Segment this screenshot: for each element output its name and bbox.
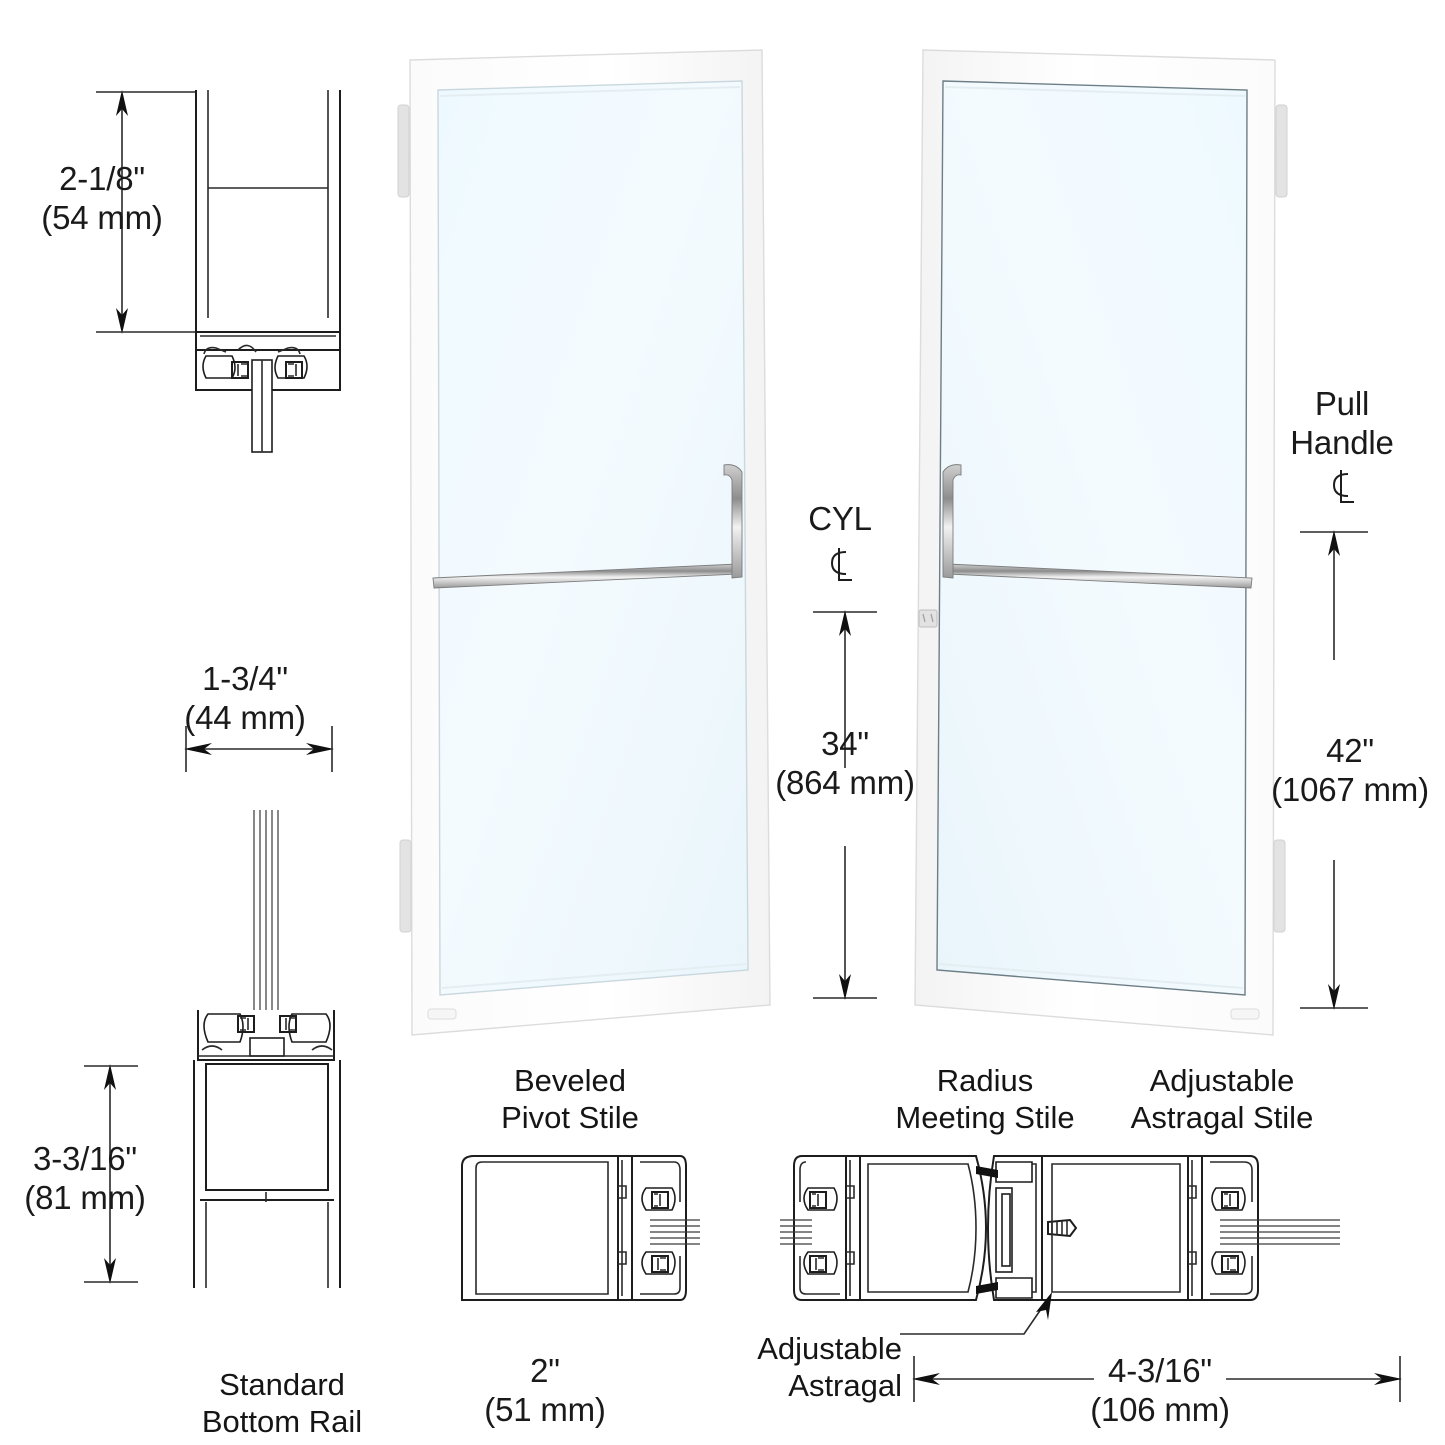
meeting-astragal-stile-section — [780, 1140, 1400, 1330]
right-door-pivot-hinge-top — [1275, 104, 1288, 198]
bottom-rail-dimension-label: 3-3/16"(81 mm) — [0, 1140, 170, 1218]
radius-meeting-stile-caption: Radius Meeting Stile — [895, 1063, 1075, 1136]
adjustable-astragal-stile-profile — [1041, 1155, 1340, 1301]
left-door-pivot-hinge-top — [397, 104, 410, 198]
cyl-dimension-arrow — [775, 600, 905, 1010]
adjustable-astragal-profile — [976, 1155, 1078, 1301]
bottom-rail-section-drawing — [84, 810, 410, 1330]
right-door-elevation — [895, 40, 1295, 1050]
cyl-metric: (864 mm) — [775, 763, 915, 801]
bottom-rail-tube — [193, 1060, 341, 1288]
bottom-rail-dimension-arrow — [84, 1064, 138, 1284]
top-rail-dimension-arrow — [96, 90, 196, 334]
pull-handle-imperial: 42" — [1326, 732, 1374, 769]
cyl-imperial: 34" — [821, 725, 869, 762]
right-door-pull-handle — [942, 464, 962, 579]
pivot-stile-imperial: 2" — [522, 1352, 568, 1389]
right-door-weep-hole — [1230, 1008, 1260, 1020]
cyl-dimension-label: 34"(864 mm) — [755, 725, 935, 803]
adjustable-astragal-stile-caption: Adjustable Astragal Stile — [1130, 1063, 1314, 1136]
pivot-stile-glass-lite — [650, 1219, 700, 1245]
beveled-pivot-stile-section — [450, 1140, 700, 1320]
bottom-rail-glazing-pocket — [197, 1010, 335, 1061]
right-door-cylinder-lock — [918, 609, 938, 628]
cyl-centerline-symbol — [775, 540, 905, 593]
left-door-weep-hole — [427, 1008, 457, 1020]
top-rail-metric: (54 mm) — [41, 198, 163, 236]
pull-handle-dimension-arrow — [1272, 520, 1412, 1020]
left-door-glass — [437, 80, 749, 996]
astragal-width-label: 4-3/16"(106 mm) — [900, 1352, 1420, 1430]
cyl-text: CYL — [808, 500, 872, 537]
top-rail-section-drawing — [0, 60, 400, 453]
adjustable-astragal-callout-label: Adjustable Astragal — [757, 1331, 902, 1404]
pivot-stile-metric: (51 mm) — [484, 1390, 606, 1428]
stile-depth-imperial: 1-3/4" — [202, 660, 288, 697]
pivot-stile-width-label: 2"(51 mm) — [450, 1352, 640, 1430]
top-rail-dimension-label: 2-1/8"(54 mm) — [14, 160, 190, 238]
astragal-imperial: 4-3/16" — [1094, 1352, 1226, 1389]
pull-handle-centerline-symbol — [1272, 462, 1412, 515]
bottom-rail-imperial: 3-3/16" — [33, 1140, 137, 1177]
bottom-rail-glass-lite — [253, 810, 279, 1010]
top-rail-imperial: 2-1/8" — [59, 160, 145, 197]
astragal-metric: (106 mm) — [1090, 1390, 1230, 1428]
standard-bottom-rail-caption: Standard Bottom Rail — [201, 1367, 363, 1440]
bottom-rail-metric: (81 mm) — [24, 1178, 146, 1216]
stile-depth-dimension-label: 1-3/4"(44 mm) — [140, 660, 350, 738]
right-door-glass — [936, 80, 1248, 996]
pull-handle-dimension-label: 42"(1067 mm) — [1255, 732, 1445, 810]
top-rail-profile-geometry — [195, 90, 341, 453]
right-door-pivot-hinge-bottom — [1273, 839, 1286, 933]
left-door-elevation — [390, 40, 790, 1050]
beveled-pivot-stile-caption: Beveled Pivot Stile — [501, 1063, 639, 1136]
stile-depth-dimension-arrow — [140, 720, 400, 780]
radius-meeting-stile-profile — [780, 1155, 988, 1301]
pull-handle-metric: (1067 mm) — [1271, 770, 1429, 808]
left-door-pull-handle — [723, 464, 743, 579]
stile-depth-metric: (44 mm) — [184, 698, 306, 736]
left-door-pivot-hinge-bottom — [399, 839, 412, 933]
adjustable-astragal-leader-line — [900, 1290, 1060, 1400]
pull-handle-label: Pull Handle — [1290, 385, 1394, 461]
cyl-centerline-label: CYL — [775, 500, 905, 539]
